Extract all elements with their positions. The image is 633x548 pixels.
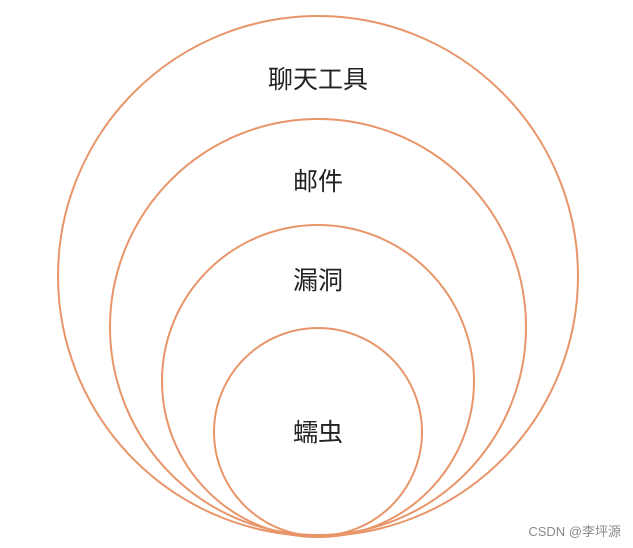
ring-label-mail: 邮件 — [293, 167, 343, 196]
ring-label-chat-tools: 聊天工具 — [268, 65, 368, 94]
ring-label-vulnerability: 漏洞 — [293, 266, 343, 295]
rings-group — [57, 15, 579, 538]
ring-worm — [213, 327, 423, 537]
ring-label-worm: 蠕虫 — [293, 418, 343, 447]
watermark-text: CSDN @李坪源 — [528, 524, 621, 539]
